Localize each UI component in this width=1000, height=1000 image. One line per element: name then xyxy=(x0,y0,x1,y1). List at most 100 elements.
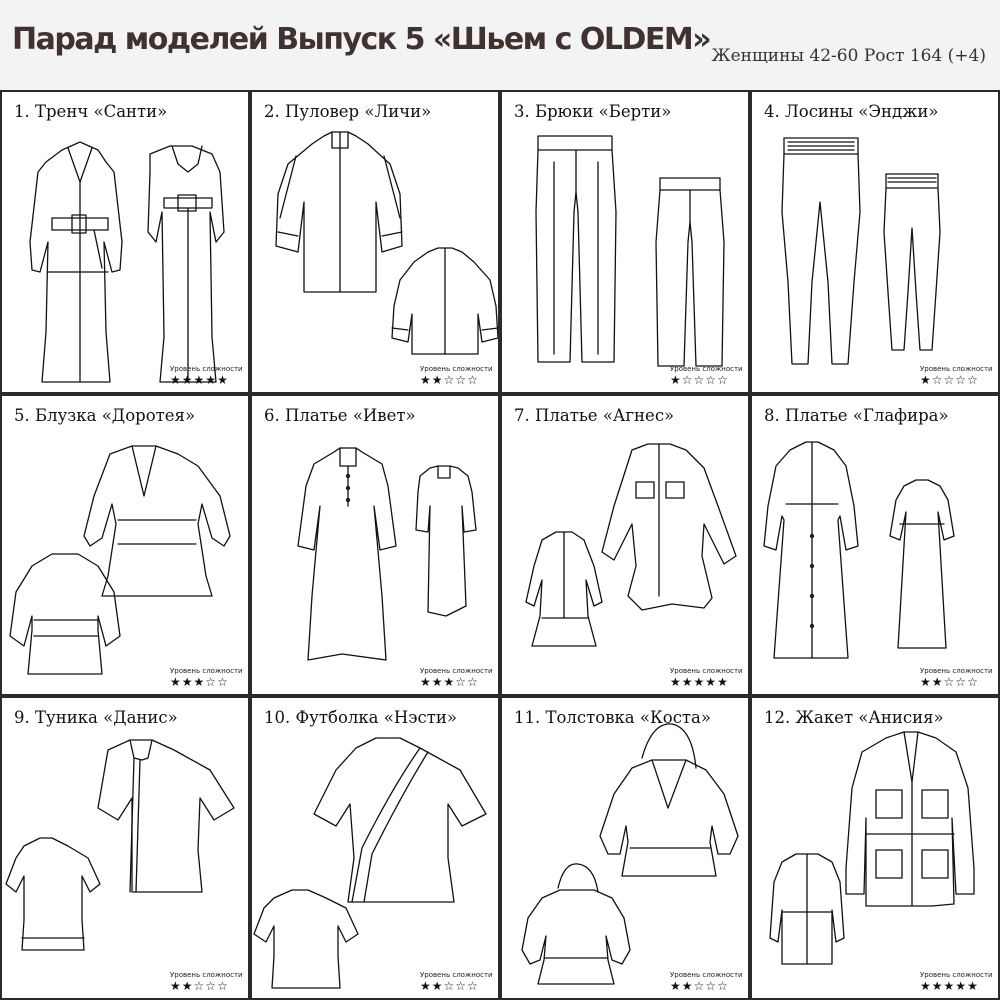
difficulty-stars: ★★★★★ xyxy=(920,980,988,992)
model-card-5: 5. Блузка «Доротея» Уровень сложности ★ ★… xyxy=(0,394,250,696)
star-filled-icon: ★ xyxy=(681,675,693,689)
model-card-2: 2. Пуловер «Личи» Уровень сложности ★★☆☆… xyxy=(250,90,500,394)
model-card-10: 10. Футболка «Нэсти» Уровень сложности ★… xyxy=(250,696,500,1000)
difficulty-level: Уровень сложности ★★☆☆☆ xyxy=(170,971,243,993)
dress-sketch xyxy=(297,447,477,661)
model-card-6: 6. Платье «Ивет» Уровень сложности ★★★☆☆ xyxy=(250,394,500,696)
model-title: 12. Жакет «Анисия» xyxy=(764,708,944,727)
model-title: 7. Платье «Агнес» xyxy=(514,406,675,425)
difficulty-label: Уровень сложности xyxy=(920,971,993,979)
model-title: 8. Платье «Глафира» xyxy=(764,406,949,425)
star-empty-icon: ☆ xyxy=(217,675,228,689)
difficulty-label: Уровень сложности xyxy=(420,365,493,373)
difficulty-stars: ★★☆☆☆ xyxy=(420,374,488,386)
star-empty-icon: ☆ xyxy=(193,979,205,993)
star-filled-icon: ★ xyxy=(170,675,181,689)
long-dress-sketch xyxy=(763,441,955,659)
difficulty-label: Уровень сложности xyxy=(170,667,243,675)
page-title: Парад моделей Выпуск 5 «Шьем с OLDEM» xyxy=(12,22,712,57)
star-empty-icon: ☆ xyxy=(693,373,705,387)
star-filled-icon: ★ xyxy=(931,675,943,689)
star-filled-icon: ★ xyxy=(670,979,681,993)
model-card-8: 8. Платье «Глафира» Уровень сложности ★★… xyxy=(750,394,1000,696)
model-card-1: 1. Тренч «Санти» Уровень сложности ★★★★★ xyxy=(0,90,250,394)
star-empty-icon: ☆ xyxy=(705,979,717,993)
difficulty-stars: ★☆☆☆☆ xyxy=(670,374,738,386)
star-filled-icon: ★ xyxy=(170,373,181,387)
star-filled-icon: ★ xyxy=(717,675,728,689)
model-title: 6. Платье «Ивет» xyxy=(264,406,416,425)
star-filled-icon: ★ xyxy=(420,373,431,387)
star-filled-icon: ★ xyxy=(943,979,955,993)
difficulty-label: Уровень сложности xyxy=(170,971,243,979)
star-filled-icon: ★ xyxy=(920,979,931,993)
star-filled-icon: ★ xyxy=(431,675,443,689)
star-filled-icon: ★ xyxy=(170,979,181,993)
shirt-dress-sketch xyxy=(525,443,737,647)
model-title: 3. Брюки «Берти» xyxy=(514,102,672,121)
difficulty-label: Уровень сложности xyxy=(420,971,493,979)
star-empty-icon: ☆ xyxy=(681,373,693,387)
star-empty-icon: ☆ xyxy=(205,675,217,689)
star-filled-icon: ★ xyxy=(443,675,455,689)
difficulty-level: Уровень сложности ★★☆☆☆ xyxy=(420,971,493,993)
difficulty-label: Уровень сложности xyxy=(420,667,493,675)
difficulty-stars: ★★☆☆☆ xyxy=(920,676,988,688)
star-filled-icon: ★ xyxy=(920,675,931,689)
difficulty-level: Уровень сложности ★★★★★ xyxy=(920,971,993,992)
star-empty-icon: ☆ xyxy=(943,675,955,689)
model-title: 4. Лосины «Энджи» xyxy=(764,102,939,121)
star-filled-icon: ★ xyxy=(420,979,431,993)
difficulty-label: Уровень сложности xyxy=(670,667,743,675)
star-filled-icon: ★ xyxy=(193,373,205,387)
difficulty-stars: ★★★☆☆ xyxy=(170,676,238,688)
star-empty-icon: ☆ xyxy=(717,373,728,387)
trench-coat-sketch xyxy=(29,141,225,383)
star-filled-icon: ★ xyxy=(181,979,193,993)
leggings-sketch xyxy=(781,137,941,365)
difficulty-label: Уровень сложности xyxy=(920,667,993,675)
star-filled-icon: ★ xyxy=(955,979,967,993)
star-empty-icon: ☆ xyxy=(705,373,717,387)
models-grid: 1. Тренч «Санти» Уровень сложности ★★★★★… xyxy=(0,90,1000,1000)
star-empty-icon: ☆ xyxy=(205,979,217,993)
difficulty-level: Уровень сложности ★★★☆☆ xyxy=(420,667,493,688)
difficulty-level: Уровень сложности ★★★★★ xyxy=(670,667,743,689)
difficulty-stars: ★★★★★ xyxy=(170,374,238,386)
star-empty-icon: ☆ xyxy=(443,373,455,387)
star-filled-icon: ★ xyxy=(431,979,443,993)
page-header: Парад моделей Выпуск 5 «Шьем с OLDEM» Же… xyxy=(0,0,1000,90)
pullover-sketch xyxy=(275,131,498,355)
star-empty-icon: ☆ xyxy=(955,373,967,387)
tshirt-sketch xyxy=(253,737,487,989)
difficulty-stars: ★☆☆☆☆ xyxy=(920,374,988,386)
star-filled-icon: ★ xyxy=(967,979,978,993)
difficulty-label: Уровень сложности xyxy=(170,365,243,373)
difficulty-level: Уровень сложности ★☆☆☆☆ xyxy=(670,365,743,386)
star-empty-icon: ☆ xyxy=(467,373,478,387)
star-filled-icon: ★ xyxy=(193,675,205,689)
star-filled-icon: ★ xyxy=(920,373,931,387)
model-card-7: 7. Платье «Агнес» Уровень сложности ★★★★… xyxy=(500,394,750,696)
model-card-4: 4. Лосины «Энджи» Уровень сложности ★☆☆☆… xyxy=(750,90,1000,394)
star-empty-icon: ☆ xyxy=(967,373,978,387)
star-filled-icon: ★ xyxy=(181,373,193,387)
star-filled-icon: ★ xyxy=(431,373,443,387)
star-empty-icon: ☆ xyxy=(467,979,478,993)
model-card-3: 3. Брюки «Берти» Уровень сложности ★☆☆☆☆ xyxy=(500,90,750,394)
model-card-9: 9. Туника «Данис» Уровень сложности ★★☆☆… xyxy=(0,696,250,1000)
jacket-sketch xyxy=(769,731,975,965)
model-title: 2. Пуловер «Личи» xyxy=(264,102,432,121)
difficulty-label: Уровень сложности xyxy=(670,971,743,979)
star-empty-icon: ☆ xyxy=(455,675,467,689)
trousers-sketch xyxy=(535,135,725,367)
star-filled-icon: ★ xyxy=(217,373,228,387)
model-title: 5. Блузка «Доротея» xyxy=(14,406,196,425)
difficulty-stars: ★★☆☆☆ xyxy=(670,980,738,992)
difficulty-stars: ★★★☆☆ xyxy=(420,676,488,688)
star-empty-icon: ☆ xyxy=(455,979,467,993)
page-subtitle: Женщины 42-60 Рост 164 (+4) xyxy=(711,46,986,66)
star-empty-icon: ☆ xyxy=(943,373,955,387)
star-filled-icon: ★ xyxy=(931,979,943,993)
star-filled-icon: ★ xyxy=(420,675,431,689)
